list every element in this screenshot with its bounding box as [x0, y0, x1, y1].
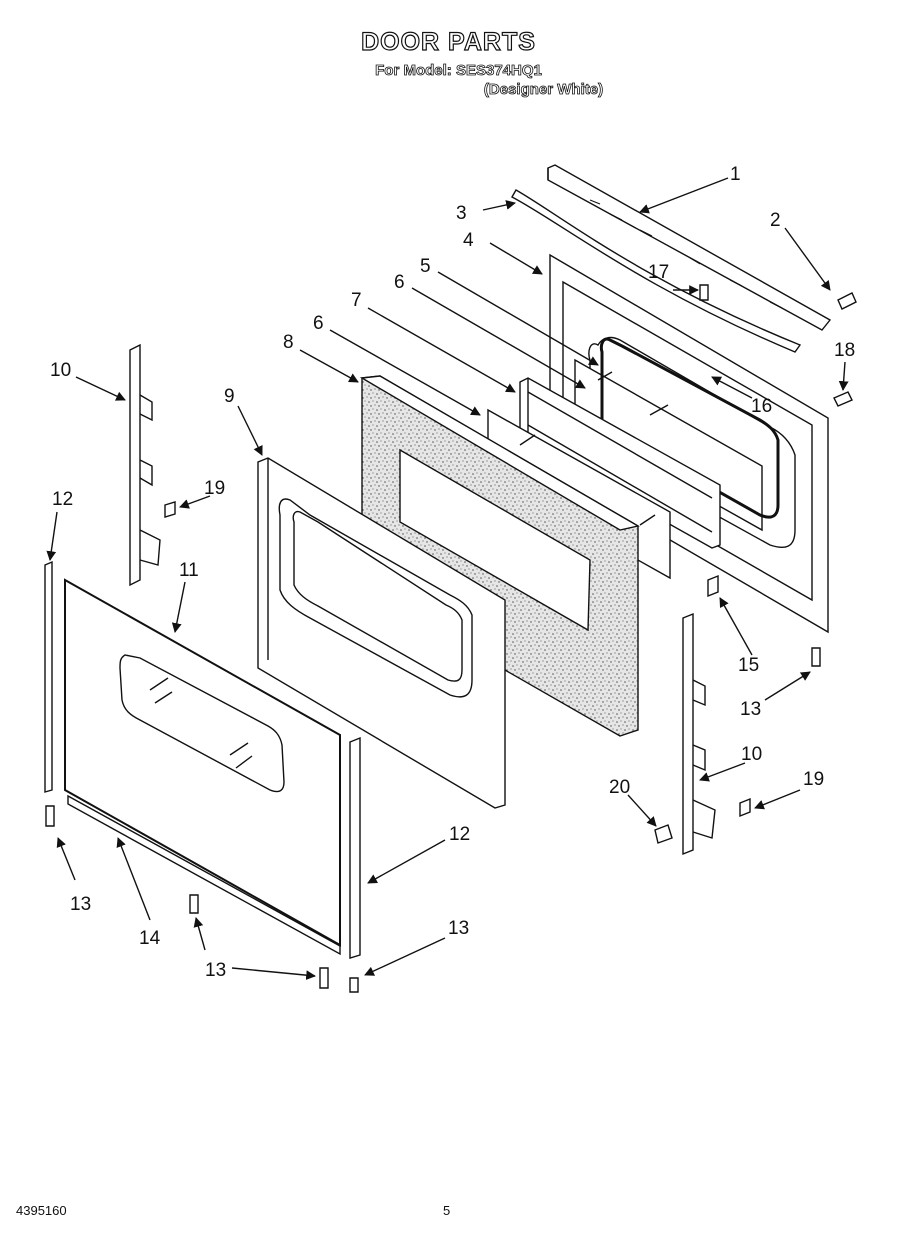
callout-13a: 13	[70, 894, 91, 915]
trim-strip-part-3	[511, 189, 802, 353]
callout-18: 18	[834, 340, 855, 361]
side-trim-right-part-12	[349, 736, 361, 959]
callout-19a: 19	[204, 478, 225, 499]
vent-panel-part-1	[547, 164, 832, 331]
callout-8: 8	[283, 332, 294, 353]
callout-13c: 13	[448, 918, 469, 939]
screw-part-20	[654, 824, 673, 844]
callout-16: 16	[751, 396, 772, 417]
door-liner-part-9	[257, 457, 506, 809]
screw-part-13-a	[45, 805, 55, 827]
callout-5: 5	[420, 256, 431, 277]
callout-7: 7	[351, 290, 362, 311]
callout-10a: 10	[50, 360, 71, 381]
hinge-channel-right-part-10	[682, 612, 716, 856]
callout-14: 14	[139, 928, 161, 949]
clip-part-15	[707, 574, 719, 598]
callout-3: 3	[456, 203, 467, 224]
leader-lines	[46, 177, 849, 981]
screw-part-17	[699, 284, 709, 301]
screw-part-13-c	[319, 967, 329, 989]
screw-part-13-d	[349, 977, 359, 993]
door-gasket-part-16	[599, 337, 780, 519]
glass-pack-part-7	[519, 377, 721, 549]
callout-12b: 12	[449, 824, 470, 845]
screw-part-18	[833, 391, 853, 407]
page-number: 5	[443, 1203, 451, 1218]
callout-17: 17	[648, 262, 669, 283]
callout-6b: 6	[313, 313, 324, 334]
callout-12a: 12	[52, 489, 73, 510]
model-line: For Model: SES374HQ1	[375, 62, 543, 80]
callout-9: 9	[224, 386, 235, 407]
callout-2: 2	[770, 210, 781, 231]
screw-part-13-b	[189, 894, 199, 914]
clip-part-19-right	[739, 797, 751, 818]
callout-13e: 13	[740, 699, 761, 720]
document-number: 4395160	[16, 1203, 67, 1218]
callout-15: 15	[738, 655, 759, 676]
hinge-channel-left-part-10	[129, 343, 161, 587]
bottom-trim-part-14	[67, 794, 341, 956]
insulation-part-8	[359, 375, 640, 737]
callout-19b: 19	[803, 769, 824, 790]
callout-13b: 13	[205, 960, 226, 981]
outer-door-glass-part-11	[64, 578, 341, 947]
color-line: (Designer White)	[483, 81, 604, 99]
side-trim-left-part-12	[44, 560, 53, 793]
callout-20: 20	[609, 777, 630, 798]
callout-4: 4	[463, 230, 474, 251]
callout-1: 1	[730, 164, 741, 185]
clip-part-19-left	[164, 501, 176, 518]
page-title: DOOR PARTS	[360, 27, 536, 56]
screw-part-2	[837, 292, 857, 310]
callout-6a: 6	[394, 272, 405, 293]
callout-10b: 10	[741, 744, 762, 765]
callout-11: 11	[179, 560, 199, 581]
screw-part-13-e	[811, 647, 821, 667]
